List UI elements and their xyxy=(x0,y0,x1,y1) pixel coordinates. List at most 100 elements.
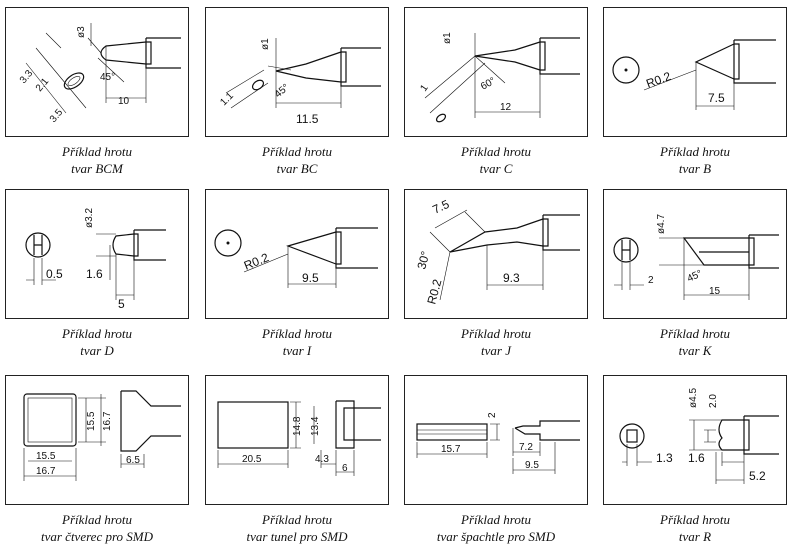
r-c: 1.6 xyxy=(688,451,705,465)
tun-d: 4.3 xyxy=(315,454,329,465)
k-len: 15 xyxy=(709,286,721,297)
bc-angle: 45° xyxy=(273,82,292,100)
caption-line2: tvar I xyxy=(282,343,312,358)
tip-b-svg: R0.2 7.5 xyxy=(612,39,776,110)
tip-k-drawing: ø4.7 2 45° 15 xyxy=(603,189,787,319)
caption-line1: Příklad hrotu xyxy=(262,326,332,341)
caption-line1: Příklad hrotu xyxy=(62,144,132,159)
r-a: 2.0 xyxy=(708,394,719,408)
k-angle: 45° xyxy=(686,268,704,284)
tip-k-svg: ø4.7 2 45° 15 xyxy=(613,214,779,300)
caption-line1: Příklad hrotu xyxy=(660,144,730,159)
caption-line2: tvar špachtle pro SMD xyxy=(436,529,556,544)
tip-spa-caption: Příklad hrotu tvar špachtle pro SMD xyxy=(404,511,588,545)
tip-bcm-svg: ø3 3.3 2.1 3.5 45° 10 xyxy=(18,23,181,125)
k-w: 2 xyxy=(648,275,654,286)
caption-line2: tvar BC xyxy=(276,161,318,176)
tip-bc-caption: Příklad hrotu tvar BC xyxy=(205,143,389,177)
tip-tun-drawing: 14.8 13.4 20.5 4.3 6 xyxy=(205,375,389,505)
j-angle: 30° xyxy=(414,249,432,270)
caption-line1: Příklad hrotu xyxy=(660,512,730,527)
caption-line2: tvar J xyxy=(481,343,511,358)
j-radius: R0.2 xyxy=(424,277,444,305)
sq-a: 15.5 xyxy=(36,451,56,462)
tip-j-svg: 7.5 30° R0.2 9.3 xyxy=(414,197,580,306)
tip-sq-drawing: 15.5 16.7 15.5 16.7 6.5 xyxy=(5,375,189,505)
spa-d: 9.5 xyxy=(525,460,539,471)
caption-line1: Příklad hrotu xyxy=(62,326,132,341)
bcm-d2: 3.3 xyxy=(18,68,36,86)
spa-c: 7.2 xyxy=(519,442,533,453)
i-len: 9.5 xyxy=(302,271,319,285)
sq-e: 6.5 xyxy=(126,455,140,466)
tip-d-drawing: ø3.2 0.5 1.6 5 xyxy=(5,189,189,319)
k-d1: ø4.7 xyxy=(656,214,667,234)
tip-c-caption: Příklad hrotu tvar C xyxy=(404,143,588,177)
tip-bc-drawing: ø1 1.1 45° 11.5 xyxy=(205,7,389,137)
tip-sq-caption: Příklad hrotu tvar čtverec pro SMD xyxy=(5,511,189,545)
tip-c-drawing: ø1 1 60° 12 xyxy=(404,7,588,137)
caption-line1: Příklad hrotu xyxy=(660,326,730,341)
tip-d-caption: Příklad hrotu tvar D xyxy=(5,325,189,359)
bcm-angle: 45° xyxy=(100,72,115,83)
tip-r-caption: Příklad hrotu tvar R xyxy=(603,511,787,545)
caption-line2: tvar K xyxy=(678,343,712,358)
tun-c: 20.5 xyxy=(242,454,262,465)
c-len: 12 xyxy=(500,102,512,113)
caption-line1: Příklad hrotu xyxy=(262,144,332,159)
bcm-d1: ø3 xyxy=(76,26,87,38)
sq-b: 16.7 xyxy=(36,466,56,477)
tip-tun-svg: 14.8 13.4 20.5 4.3 6 xyxy=(217,400,381,476)
b-len: 7.5 xyxy=(708,91,725,105)
tip-bcm-drawing: ø3 3.3 2.1 3.5 45° 10 xyxy=(5,7,189,137)
d-w: 0.5 xyxy=(46,267,63,281)
tip-j-caption: Příklad hrotu tvar J xyxy=(404,325,588,359)
tip-tun-caption: Příklad hrotu tvar tunel pro SMD xyxy=(205,511,389,545)
bc-d1: ø1 xyxy=(260,38,271,50)
tip-r-drawing: ø4.5 2.0 1.3 1.6 5.2 xyxy=(603,375,787,505)
d-len: 5 xyxy=(118,297,125,311)
i-radius: R0.2 xyxy=(242,250,271,273)
caption-line1: Příklad hrotu xyxy=(461,512,531,527)
tip-d-svg: ø3.2 0.5 1.6 5 xyxy=(25,208,166,311)
tip-spa-svg: 2 15.7 7.2 9.5 xyxy=(416,412,580,474)
tip-i-drawing: R0.2 9.5 xyxy=(205,189,389,319)
tun-b: 13.4 xyxy=(310,416,321,436)
caption-line1: Příklad hrotu xyxy=(461,326,531,341)
c-d2: 1 xyxy=(418,82,430,93)
c-d1: ø1 xyxy=(442,32,453,44)
tip-bc-svg: ø1 1.1 45° 11.5 xyxy=(218,38,381,126)
spa-a: 2 xyxy=(487,412,498,418)
tip-r-svg: ø4.5 2.0 1.3 1.6 5.2 xyxy=(619,388,779,484)
caption-line2: tvar D xyxy=(80,343,114,358)
d-t: 1.6 xyxy=(86,267,103,281)
tip-spa-drawing: 2 15.7 7.2 9.5 xyxy=(404,375,588,505)
caption-line2: tvar B xyxy=(678,161,712,176)
caption-line1: Příklad hrotu xyxy=(461,144,531,159)
tun-e: 6 xyxy=(342,463,348,474)
c-angle: 60° xyxy=(479,76,498,93)
tip-i-caption: Příklad hrotu tvar I xyxy=(205,325,389,359)
d-d1: ø3.2 xyxy=(84,208,95,228)
sq-d: 16.7 xyxy=(102,411,113,431)
sq-c: 15.5 xyxy=(86,411,97,431)
caption-line2: tvar R xyxy=(678,529,712,544)
tip-j-drawing: 7.5 30° R0.2 9.3 xyxy=(404,189,588,319)
r-d1: ø4.5 xyxy=(688,388,699,408)
tun-a: 14.8 xyxy=(292,416,303,436)
caption-line2: tvar C xyxy=(479,161,513,176)
tip-b-drawing: R0.2 7.5 xyxy=(603,7,787,137)
j-a: 7.5 xyxy=(430,197,451,217)
bc-len: 11.5 xyxy=(296,112,319,126)
tip-c-svg: ø1 1 60° 12 xyxy=(418,32,580,123)
tip-i-svg: R0.2 9.5 xyxy=(214,227,378,288)
caption-line2: tvar čtverec pro SMD xyxy=(40,529,154,544)
spa-b: 15.7 xyxy=(441,444,461,455)
caption-line2: tvar BCM xyxy=(71,161,123,176)
caption-line1: Příklad hrotu xyxy=(62,512,132,527)
tip-sq-svg: 15.5 16.7 15.5 16.7 6.5 xyxy=(23,390,181,481)
r-d: 5.2 xyxy=(749,469,766,483)
j-len: 9.3 xyxy=(503,271,520,285)
tip-b-caption: Příklad hrotu tvar B xyxy=(603,143,787,177)
tip-bcm-caption: Příklad hrotu tvar BCM xyxy=(5,143,189,177)
